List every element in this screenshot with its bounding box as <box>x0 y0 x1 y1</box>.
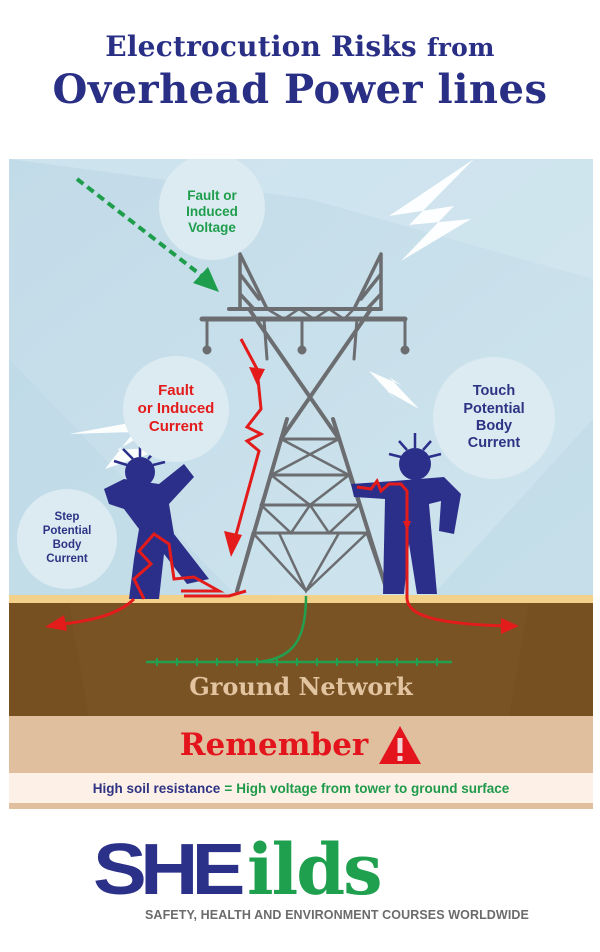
current-arrow-icon <box>405 598 510 628</box>
bubble-line: Body <box>52 539 82 551</box>
fault-voltage-bubble: Fault or Induced Voltage <box>159 159 265 260</box>
note-left: High soil resistance <box>92 780 221 796</box>
soil-resistance-note: High soil resistance = High voltage from… <box>9 773 593 803</box>
bubble-line: Fault <box>158 382 194 399</box>
arrow-head-icon <box>45 615 67 631</box>
lightning-bolt-icon <box>369 371 419 409</box>
illustration-panel: Fault or Induced Voltage Fault or Induce… <box>9 159 593 809</box>
bubble-line: Fault or <box>187 187 237 203</box>
current-arrow-icon <box>184 589 247 598</box>
current-arrow-icon <box>224 338 265 557</box>
ground-network-label: Ground Network <box>189 672 413 701</box>
touch-potential-bubble: Touch Potential Body Current <box>433 357 555 479</box>
ground-grid-icon <box>146 595 452 666</box>
step-potential-bubble: Step Potential Body Current <box>17 489 117 589</box>
person-icon <box>104 442 225 600</box>
bubble-line: Induced <box>186 203 238 219</box>
brand-tagline: SAFETY, HEALTH AND ENVIRONMENT COURSES W… <box>145 908 529 922</box>
bubble-line: Step <box>54 511 80 524</box>
scene-illustration <box>9 159 593 717</box>
voltage-arrow-icon <box>75 177 219 292</box>
title-line-2: Overhead Power lines <box>52 66 548 113</box>
logo-she: SHE <box>93 830 245 910</box>
bubble-line: Potential <box>463 400 525 417</box>
logo-ilds: ilds <box>247 828 383 911</box>
remember-label: Remember <box>179 727 369 763</box>
title-line-1: Electrocution Risks from <box>0 30 600 63</box>
bubble-line: Potential <box>42 525 92 538</box>
warning-triangle-icon <box>379 726 422 764</box>
bubble-line: Body <box>475 418 513 434</box>
lightning-bolt-icon <box>389 159 474 261</box>
note-right: High voltage from tower to ground surfac… <box>236 780 510 796</box>
remember-heading: Remember <box>9 725 593 765</box>
title-from: from <box>426 33 495 62</box>
bubble-line: Touch <box>472 383 516 400</box>
bubble-line: Current <box>148 418 204 435</box>
fault-current-bubble: Fault or Induced Current <box>123 356 229 462</box>
title-main: Electrocution Risks <box>105 30 427 63</box>
bubble-line: or Induced <box>137 400 215 417</box>
person-icon <box>351 433 461 599</box>
bubble-line: Current <box>46 552 88 565</box>
bubble-line: Voltage <box>188 220 236 236</box>
note-equals: = <box>224 780 233 796</box>
arrow-head-icon <box>501 618 519 634</box>
bubble-line: Current <box>467 435 521 452</box>
sheilds-logo: SHE ilds <box>93 828 383 911</box>
